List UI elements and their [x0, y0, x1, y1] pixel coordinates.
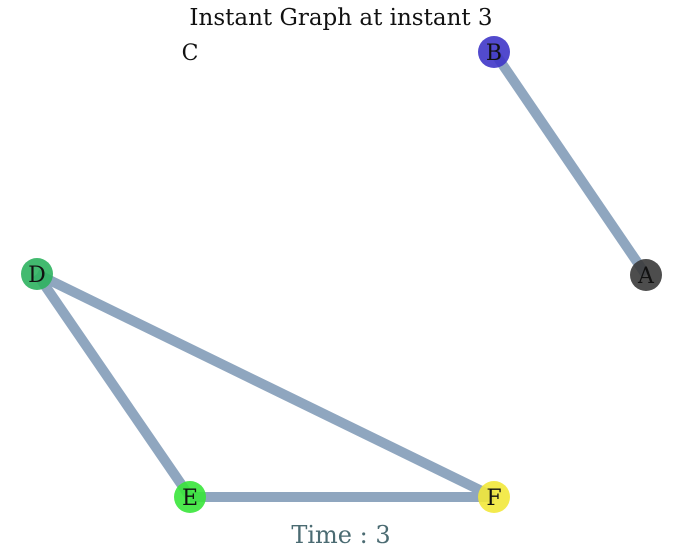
- edge-d-e: [32, 271, 195, 500]
- node-f: F: [478, 481, 510, 513]
- time-label: Time : 3: [291, 521, 390, 549]
- edges-layer: [32, 49, 651, 502]
- node-e-label: E: [182, 486, 198, 511]
- nodes-layer: A B C D E F: [21, 36, 662, 513]
- node-a-circle: [630, 259, 662, 291]
- edge-b-a: [489, 49, 651, 278]
- node-e-circle: [174, 481, 206, 513]
- node-d-label: D: [28, 263, 46, 288]
- node-c: C: [182, 41, 199, 66]
- node-d-circle: [21, 258, 53, 290]
- node-b: B: [478, 36, 510, 68]
- node-b-circle: [478, 36, 510, 68]
- node-a: A: [630, 259, 662, 291]
- node-b-label: B: [486, 41, 502, 66]
- node-a-label: A: [637, 264, 655, 289]
- graph-title: Instant Graph at instant 3: [189, 5, 492, 31]
- node-d: D: [21, 258, 53, 290]
- node-c-label: C: [182, 41, 199, 66]
- node-f-label: F: [486, 486, 501, 511]
- edge-d-f: [34, 269, 497, 502]
- node-f-circle: [478, 481, 510, 513]
- node-e: E: [174, 481, 206, 513]
